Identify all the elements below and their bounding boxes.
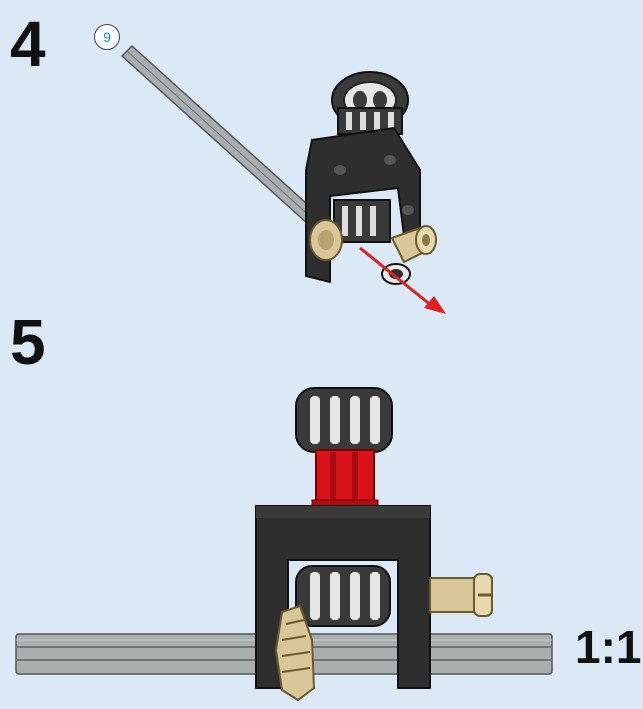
tan-axle-end-step5 [429,573,493,617]
dark-frame-step5 [255,505,431,689]
red-bushing-step5 [311,449,379,509]
inner-gear-step5 [295,565,391,627]
bevel-gear-step5 [274,604,316,702]
scale-label: 1:1 [575,621,642,673]
frame-pin-hole-step4 [381,263,411,285]
bevel-gear-step4 [309,219,343,261]
step-number-4: 4 [10,8,46,80]
tan-axle-end-step4 [390,225,437,264]
top-gear-step5 [295,387,393,453]
inner-gear-step4 [333,199,391,243]
direction-arrow [359,246,446,314]
step-number-5: 5 [10,306,46,378]
part-count-callout: 9 [94,24,120,50]
dark-frame-step4 [305,126,421,284]
